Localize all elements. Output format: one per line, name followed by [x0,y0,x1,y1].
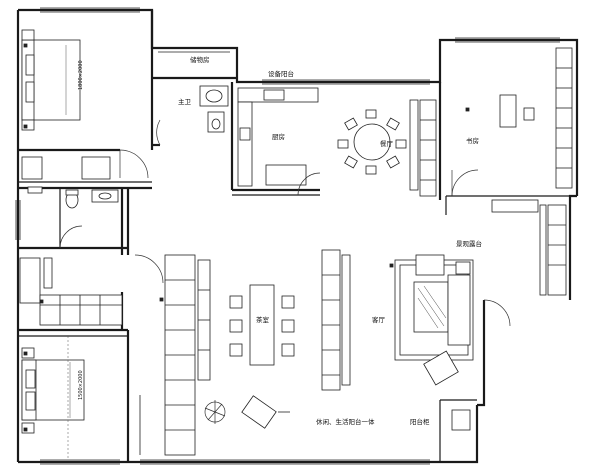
label-kitchen: 厨房 [272,132,285,141]
socket-marks [23,43,470,432]
label-balcony-service: 设备阳台 [268,69,294,78]
outer-walls [16,8,579,464]
study: 书房 [451,47,573,213]
bedroom-2: 1500×2000 [21,336,85,460]
cabinet-left [19,257,123,326]
bed2-size: 1500×2000 [78,370,84,400]
windows [15,7,560,465]
interior-walls [18,76,477,462]
label-tea-room: 茶室 [256,315,270,324]
kitchen: 厨房 设备阳台 [237,69,321,196]
bathroom-main: 主卫 [156,85,229,146]
label-dining: 餐厅 [380,139,394,148]
bedroom-1: 1800×2000 [21,29,149,194]
bed1-size: 1800×2000 [78,60,84,90]
tea-room: 茶室 [134,249,351,456]
label-leisure: 休闲、生活阳台一体 [316,417,375,426]
living-sofa: 景观露台 客厅 [372,239,482,386]
label-study: 书房 [466,136,479,145]
label-entry: 景观露台 [456,239,482,248]
label-living: 客厅 [372,315,386,324]
label-laundry: 储物房 [190,55,210,64]
bath-small [59,189,119,249]
dining: 餐厅 [337,99,437,197]
leisure-balcony: 休闲、生活阳台一体 阳台柜 [139,395,471,455]
laundry-room: 储物房 [158,51,230,64]
label-bathroom-main: 主卫 [178,97,192,106]
tv-wall-right [483,204,567,327]
label-balcony-right: 阳台柜 [410,417,430,426]
